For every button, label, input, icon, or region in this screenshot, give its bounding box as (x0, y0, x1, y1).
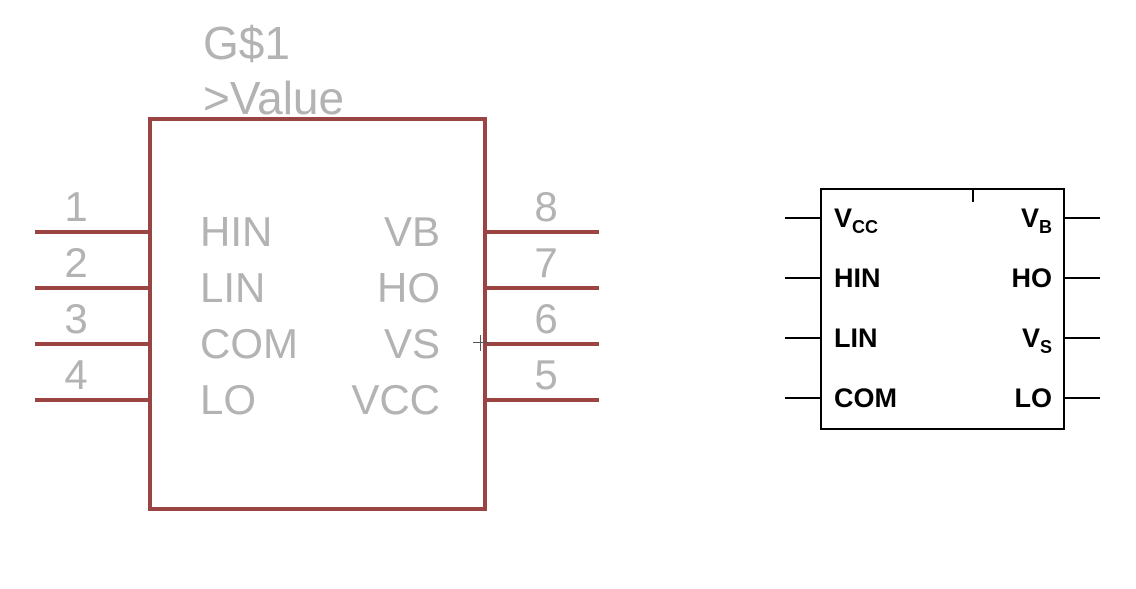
pinout-label-vb: VB (900, 202, 1052, 237)
symbol-body[interactable] (148, 117, 487, 511)
pinout-label-vb-main: V (1020, 203, 1039, 233)
pinout-label-vs-main: V (1021, 323, 1040, 353)
pin-number-5: 5 (534, 351, 558, 398)
pin-number-3: 3 (64, 295, 88, 342)
pin-number-4: 4 (64, 351, 88, 398)
pin-line-6[interactable] (487, 342, 599, 346)
pinout-stub-vb (1065, 217, 1100, 219)
pinout-label-hin-main: HIN (834, 263, 881, 293)
pin-label-lo: LO (200, 376, 257, 423)
pin-number-2: 2 (64, 239, 88, 286)
pinout-label-vb-sub: B (1039, 217, 1052, 237)
pin-number-6: 6 (534, 295, 558, 342)
pinout-stub-vcc (785, 217, 820, 219)
symbol-name-label[interactable]: G$1 (203, 17, 290, 69)
pinout-label-vcc-sub: CC (852, 217, 879, 237)
pin-line-1[interactable] (35, 230, 148, 234)
pinout-label-com-main: COM (834, 383, 897, 413)
pin-label-lin: LIN (200, 264, 266, 311)
pin-line-2[interactable] (35, 286, 148, 290)
pin-label-vcc: VCC (351, 376, 440, 423)
symbol-value-label[interactable]: >Value (203, 72, 345, 124)
pin-number-1: 1 (64, 183, 88, 230)
pin-line-8[interactable] (487, 230, 599, 234)
pinout-label-vcc: VCC (834, 202, 878, 237)
pin-line-5[interactable] (487, 398, 599, 402)
pinout-stub-lin (785, 337, 820, 339)
pin-number-8: 8 (534, 183, 558, 230)
pin-line-4[interactable] (35, 398, 148, 402)
pin-label-com: COM (200, 320, 298, 367)
pinout-stub-vs (1065, 337, 1100, 339)
pinout-label-lin: LIN (834, 322, 878, 357)
pinout-top-divider (972, 188, 974, 202)
crosshair-vertical (480, 335, 481, 351)
pinout-label-lo: LO (900, 382, 1053, 417)
crosshair-horizontal (473, 342, 489, 343)
pinout-label-com: COM (834, 382, 897, 417)
pin-label-ho: HO (377, 264, 440, 311)
pinout-body (820, 188, 1065, 430)
pin-label-vb: VB (383, 208, 440, 255)
pinout-label-hin: HIN (834, 262, 881, 297)
pinout-label-lin-main: LIN (834, 323, 878, 353)
pinout-stub-com (785, 397, 820, 399)
pinout-label-lo-main: LO (1014, 383, 1053, 413)
pinout-label-vs: VS (900, 322, 1052, 357)
mouse-crosshair-cursor (473, 335, 489, 351)
pinout-label-ho: HO (900, 262, 1053, 297)
pinout-label-ho-main: HO (1011, 263, 1053, 293)
pin-number-7: 7 (534, 239, 558, 286)
pinout-stub-lo (1065, 397, 1100, 399)
pin-line-7[interactable] (487, 286, 599, 290)
pinout-stub-hin (785, 277, 820, 279)
pinout-stub-ho (1065, 277, 1100, 279)
pin-line-3[interactable] (35, 342, 148, 346)
pin-label-vs: VS (383, 320, 440, 367)
pin-label-hin: HIN (200, 208, 273, 255)
pinout-label-vcc-main: V (834, 203, 853, 233)
pinout-label-vs-sub: S (1039, 337, 1052, 357)
